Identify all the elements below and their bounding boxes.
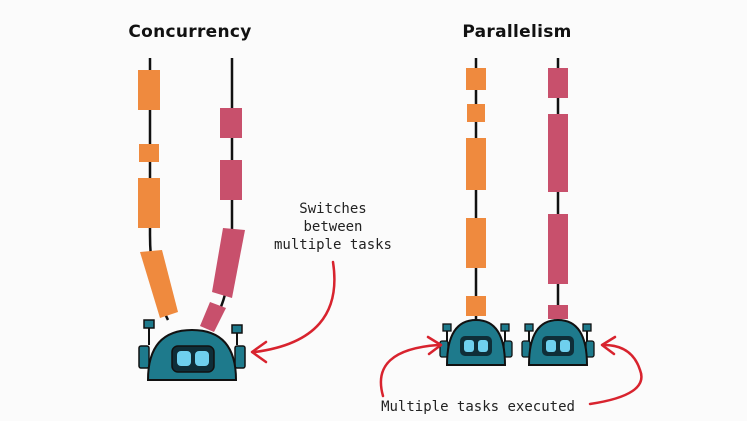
parallel-thread-b	[548, 58, 568, 322]
concurrency-thread-a	[138, 58, 178, 321]
curved-arrow-icon	[588, 335, 643, 406]
curved-arrow-icon	[379, 335, 443, 398]
task-a-block	[466, 68, 486, 90]
concurrency-title: Concurrency	[128, 22, 251, 42]
switch-annotation-line2: between	[303, 219, 362, 235]
parallelism-title: Parallelism	[462, 22, 571, 42]
task-b-block	[548, 68, 568, 98]
task-a-block	[466, 296, 486, 316]
task-a-block	[138, 70, 160, 110]
task-b-block	[200, 302, 226, 332]
task-a-block	[466, 138, 486, 190]
switch-annotation-line1: Switches	[299, 201, 366, 217]
task-b-block	[548, 114, 568, 192]
concurrency-thread-b	[200, 58, 245, 332]
parallel-annotation: Multiple tasks executed	[381, 399, 575, 415]
robot-icon	[521, 318, 595, 366]
task-b-block	[548, 214, 568, 284]
task-b-block	[220, 108, 242, 138]
task-a-block	[139, 144, 159, 162]
robot-icon	[138, 319, 246, 381]
task-b-block	[220, 160, 242, 200]
curved-arrow-icon	[250, 260, 336, 364]
task-b-block	[548, 305, 568, 319]
parallel-thread-a	[466, 58, 486, 322]
robot-icon	[439, 318, 513, 366]
task-a-block	[138, 178, 160, 228]
switch-annotation-line3: multiple tasks	[274, 237, 392, 253]
task-a-block	[466, 218, 486, 268]
task-a-block	[467, 104, 485, 122]
task-b-block	[212, 228, 245, 298]
task-a-block	[140, 250, 178, 318]
